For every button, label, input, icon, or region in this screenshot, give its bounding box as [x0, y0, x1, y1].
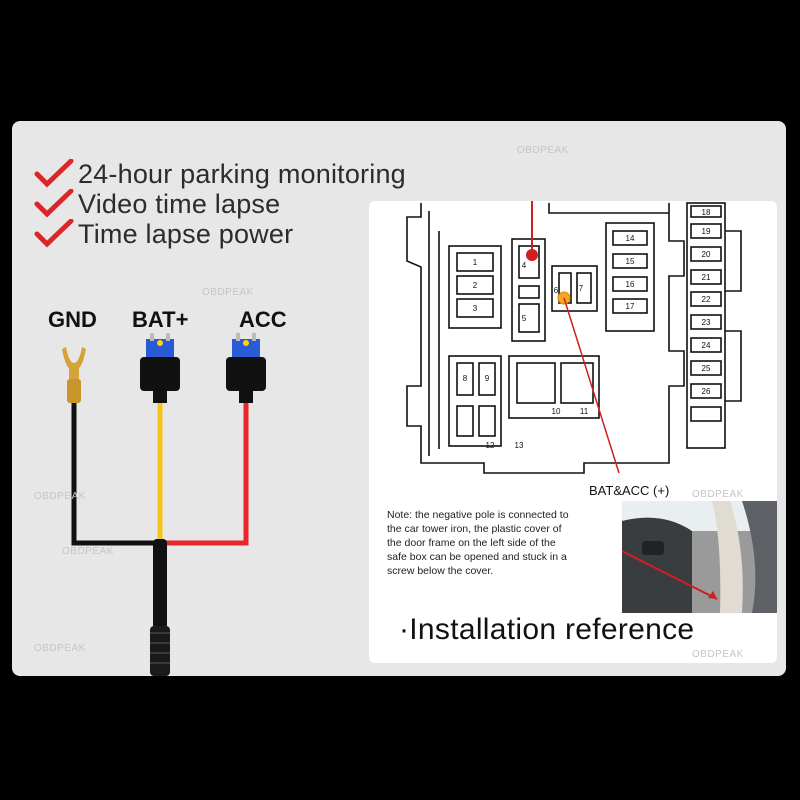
checkmark-icon: [34, 189, 74, 218]
acc-fuse-tap-icon: [226, 333, 266, 403]
fuse-number: 19: [702, 227, 711, 236]
checkmark-icon: [34, 219, 74, 248]
fuse-number: 20: [702, 250, 711, 259]
fuse-number: 18: [702, 208, 711, 217]
fuse-number: 5: [522, 314, 527, 323]
feature-item: Video time lapse: [34, 189, 406, 219]
fuse-number: 3: [473, 304, 478, 313]
fuse-number: 22: [702, 295, 711, 304]
watermark: OBDPEAK: [34, 643, 86, 654]
fuse-number: 26: [702, 387, 711, 396]
feature-text: Video time lapse: [78, 188, 281, 219]
watermark: OBDPEAK: [62, 546, 114, 557]
watermark: OBDPEAK: [34, 491, 86, 502]
installation-reference: 1 2 3 4 5 6 7 8 9 10 11 12 13 14 15 16 1…: [369, 201, 777, 663]
fuse-number: 4: [522, 261, 527, 270]
fuse-number: 14: [626, 234, 635, 243]
feature-text: 24-hour parking monitoring: [78, 158, 406, 189]
fuse-number: 1: [473, 258, 478, 267]
car-door-photo: [622, 501, 777, 613]
fuse-number: 17: [626, 302, 635, 311]
fuse-number: 16: [626, 280, 635, 289]
bat-fuse-tap-icon: [140, 333, 180, 403]
feature-item: Time lapse power: [34, 219, 406, 249]
fuse-box-diagram: 1 2 3 4 5 6 7 8 9 10 11 12 13 14 15 16 1…: [406, 201, 742, 474]
bat-label: BAT+: [132, 307, 189, 332]
watermark: OBDPEAK: [692, 649, 744, 660]
feature-list: 24-hour parking monitoring Video time la…: [34, 159, 406, 249]
main-cable: [150, 539, 170, 676]
fuse-number: 2: [473, 281, 478, 290]
acc-label: ACC: [239, 307, 287, 332]
gnd-wire: [71, 403, 163, 611]
installation-title: ·Installation reference: [399, 613, 695, 646]
product-panel: 24-hour parking monitoring Video time la…: [12, 121, 786, 676]
watermark: OBDPEAK: [692, 489, 744, 500]
fuse-number: 6: [554, 286, 559, 295]
watermark: OBDPEAK: [202, 287, 254, 298]
acc-wire: [166, 401, 249, 546]
fuse-number: 24: [702, 341, 711, 350]
gnd-label: GND: [48, 307, 97, 332]
gnd-marker-icon: [526, 249, 538, 261]
feature-item: 24-hour parking monitoring: [34, 159, 406, 189]
fuse-number: 25: [702, 364, 711, 373]
fuse-number: 7: [579, 284, 584, 293]
fuse-number: 8: [463, 374, 468, 383]
checkmark-icon: [34, 159, 74, 188]
fuse-number: 23: [702, 318, 711, 327]
installation-note: Note: the negative pole is connected to …: [387, 509, 569, 577]
fuse-number: 12: [486, 441, 495, 450]
fuse-number: 21: [702, 273, 711, 282]
ring-terminal-icon: [62, 347, 86, 403]
feature-text: Time lapse power: [78, 218, 294, 249]
fuse-number: 10: [552, 407, 561, 416]
watermark: OBDPEAK: [517, 145, 569, 156]
fuse-number: 9: [485, 374, 490, 383]
bat-acc-label: BAT&ACC (+): [589, 483, 670, 498]
fuse-number: 13: [515, 441, 524, 450]
fuse-number: 11: [580, 407, 589, 416]
wiring-harness: [62, 333, 266, 676]
fuse-number: 15: [626, 257, 635, 266]
